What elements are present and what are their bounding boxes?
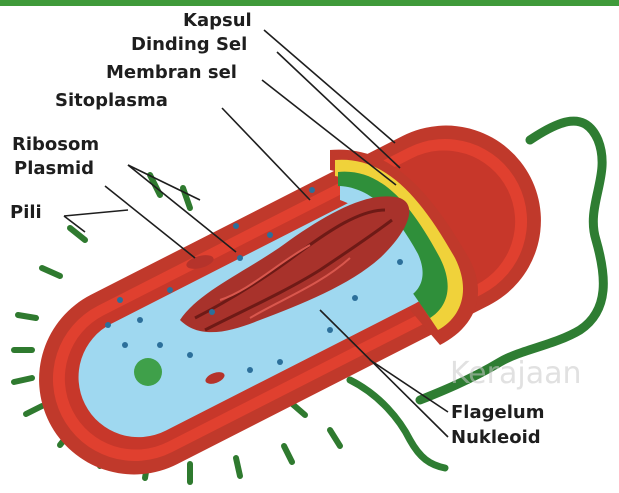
label-dinding-sel: Dinding Sel [131,34,247,55]
label-flagelum: Flagelum [451,402,544,423]
label-sitoplasma: Sitoplasma [55,90,168,111]
header-bar [0,0,619,6]
watermark: Kerajaan [450,356,581,391]
label-nukleoid: Nukleoid [451,427,541,448]
label-kapsul: Kapsul [183,10,252,31]
label-plasmid: Plasmid [14,158,94,179]
label-membran-sel: Membran sel [106,62,237,83]
granule [134,358,162,386]
label-pili: Pili [10,202,42,223]
label-ribosom: Ribosom [12,134,99,155]
